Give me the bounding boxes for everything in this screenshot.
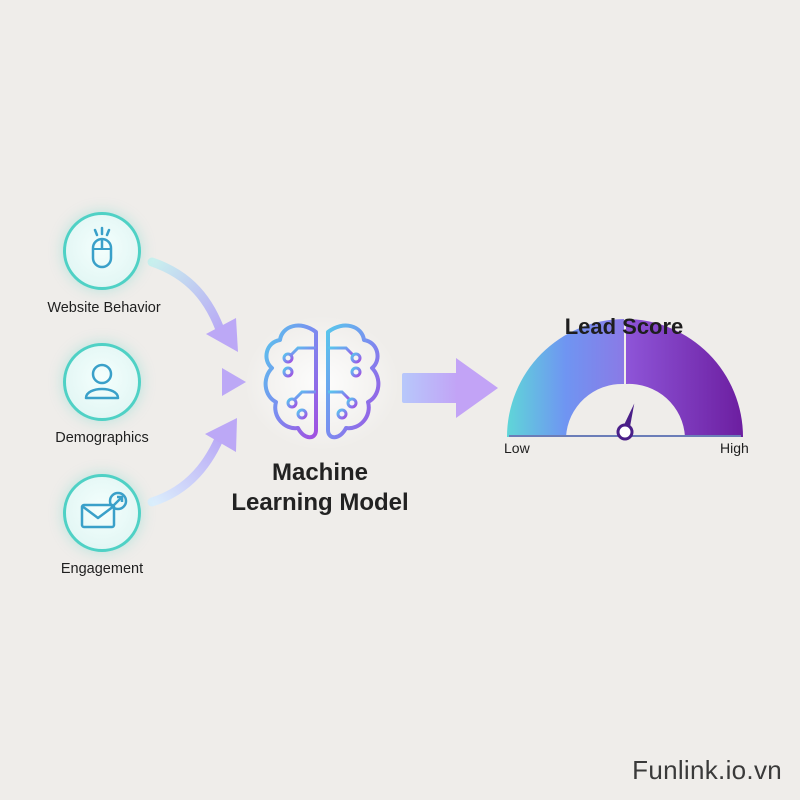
- arrow-demographics-to-model: [147, 368, 246, 396]
- website-behavior-node: [63, 212, 141, 290]
- arrow-website-to-model: [147, 257, 238, 352]
- engagement-label: Engagement: [60, 561, 144, 577]
- brain-icon: [244, 315, 400, 451]
- mouse-icon: [91, 226, 113, 269]
- gauge-low-label: Low: [504, 440, 530, 456]
- gauge-high-label: High: [720, 440, 749, 456]
- website-behavior-label: Website Behavior: [47, 300, 161, 316]
- demographics-label: Demographics: [55, 430, 149, 446]
- gauge-needle: [616, 403, 635, 441]
- email-send-icon: [80, 491, 128, 529]
- user-icon: [84, 363, 120, 400]
- arrow-engagement-to-model: [147, 418, 237, 507]
- watermark: Funlink.io.vn: [632, 755, 782, 785]
- demographics-node: [63, 343, 141, 421]
- lead-score-gauge: [507, 319, 743, 441]
- model-title-line1: Machine: [271, 459, 369, 486]
- arrow-model-to-score: [402, 358, 498, 418]
- model-title-line2: Learning Model: [231, 489, 409, 516]
- engagement-node: [63, 474, 141, 552]
- lead-score-title: Lead Score: [564, 314, 684, 339]
- model-title: Machine Learning Model: [200, 458, 440, 518]
